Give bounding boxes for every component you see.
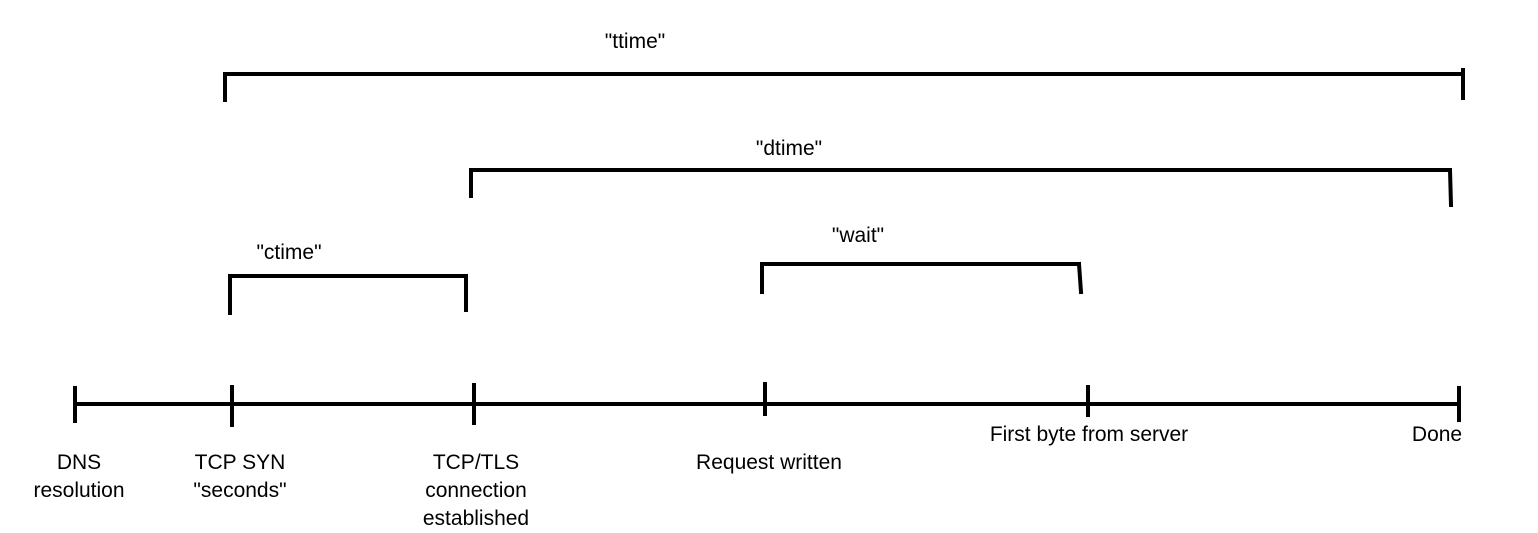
first-byte-label: First byte from server: [989, 423, 1189, 446]
wait-label: "wait": [831, 224, 885, 247]
dtime-bracket: [469, 167, 1454, 208]
ttime-label: "ttime": [604, 30, 666, 53]
ctime-bracket: [228, 274, 468, 315]
wait-bracket: [760, 261, 1084, 295]
ctime-label: "ctime": [256, 241, 322, 264]
ttime-bracket: [223, 68, 1465, 102]
tcp-syn-label: TCP SYN "seconds": [193, 451, 287, 502]
done-label: Done: [1411, 423, 1463, 446]
request-written-label: Request written: [696, 451, 842, 474]
dns-label: DNS resolution: [33, 451, 125, 502]
tcp-tls-label: TCP/TLS connection established: [422, 451, 530, 530]
timeline-ticks: [73, 382, 1461, 427]
dtime-label: "dtime": [755, 137, 823, 160]
